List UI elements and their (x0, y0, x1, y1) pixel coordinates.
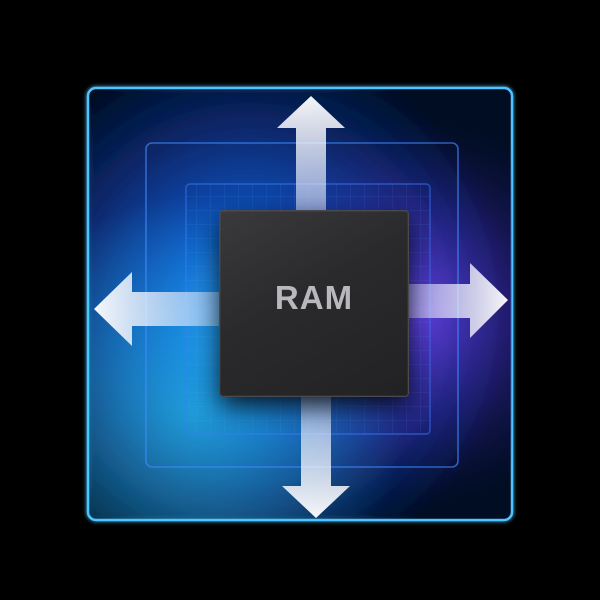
arrow-up-icon (277, 96, 345, 212)
arrow-down-icon (282, 394, 350, 518)
ram-chip: RAM (220, 211, 408, 396)
arrow-left-icon (94, 272, 222, 346)
ram-label: RAM (274, 278, 354, 316)
arrow-right-icon (407, 263, 508, 338)
